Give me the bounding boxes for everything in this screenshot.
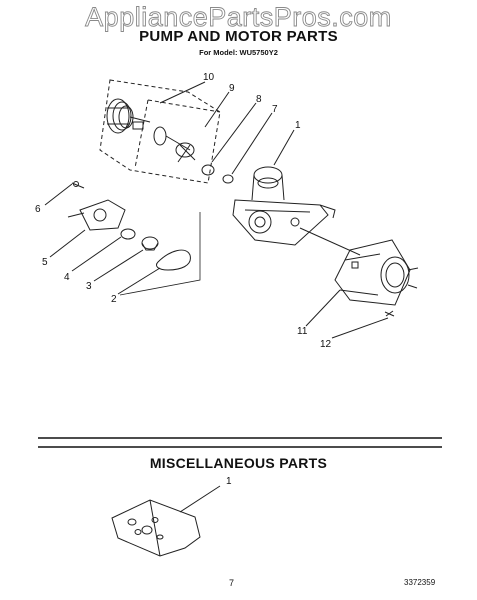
leader-lines: [44, 81, 389, 339]
bearing-part: [201, 164, 215, 176]
callout-4: 4: [64, 272, 70, 283]
motor-part: [334, 239, 419, 306]
filter-part: [141, 236, 159, 251]
callout-1: 1: [295, 120, 301, 131]
callout-11: 11: [297, 326, 308, 337]
callout-6: 6: [35, 204, 41, 215]
callout-5: 5: [42, 257, 48, 268]
watermark: AppliancePartsPros.com: [85, 2, 392, 33]
washer-part: [222, 174, 234, 184]
misc-section-title: MISCELLANEOUS PARTS: [149, 455, 328, 471]
bracket-screw-part: [71, 181, 85, 189]
callout-9: 9: [229, 83, 235, 94]
page-title: PUMP AND MOTOR PARTS: [139, 28, 338, 45]
callout-3: 3: [86, 281, 92, 292]
grommet-part: [120, 228, 136, 240]
misc-callout-1: 1: [226, 476, 232, 487]
seal-part: [153, 126, 196, 163]
impeller-part: [106, 98, 151, 134]
callout-2: 2: [111, 294, 117, 305]
callout-labels: 10 9 8 7 1 6 5 4 3 2 11 12: [35, 72, 332, 350]
parts-bag: [111, 485, 221, 557]
motor-screw-part: [384, 310, 395, 317]
pump-housing-part: [232, 166, 336, 246]
callout-12: 12: [320, 339, 332, 350]
model-subtitle: For Model: WU5750Y2: [199, 48, 278, 57]
gasket-part: [155, 249, 191, 271]
callout-7: 7: [272, 104, 278, 115]
pump-cover-part: [67, 199, 126, 231]
callout-8: 8: [256, 94, 262, 105]
page-number: 7: [229, 578, 235, 588]
callout-10: 10: [203, 72, 215, 83]
motor-shaft: [299, 227, 361, 256]
document-number: 3372359: [404, 578, 436, 587]
impeller-assembly-box: [99, 79, 221, 184]
